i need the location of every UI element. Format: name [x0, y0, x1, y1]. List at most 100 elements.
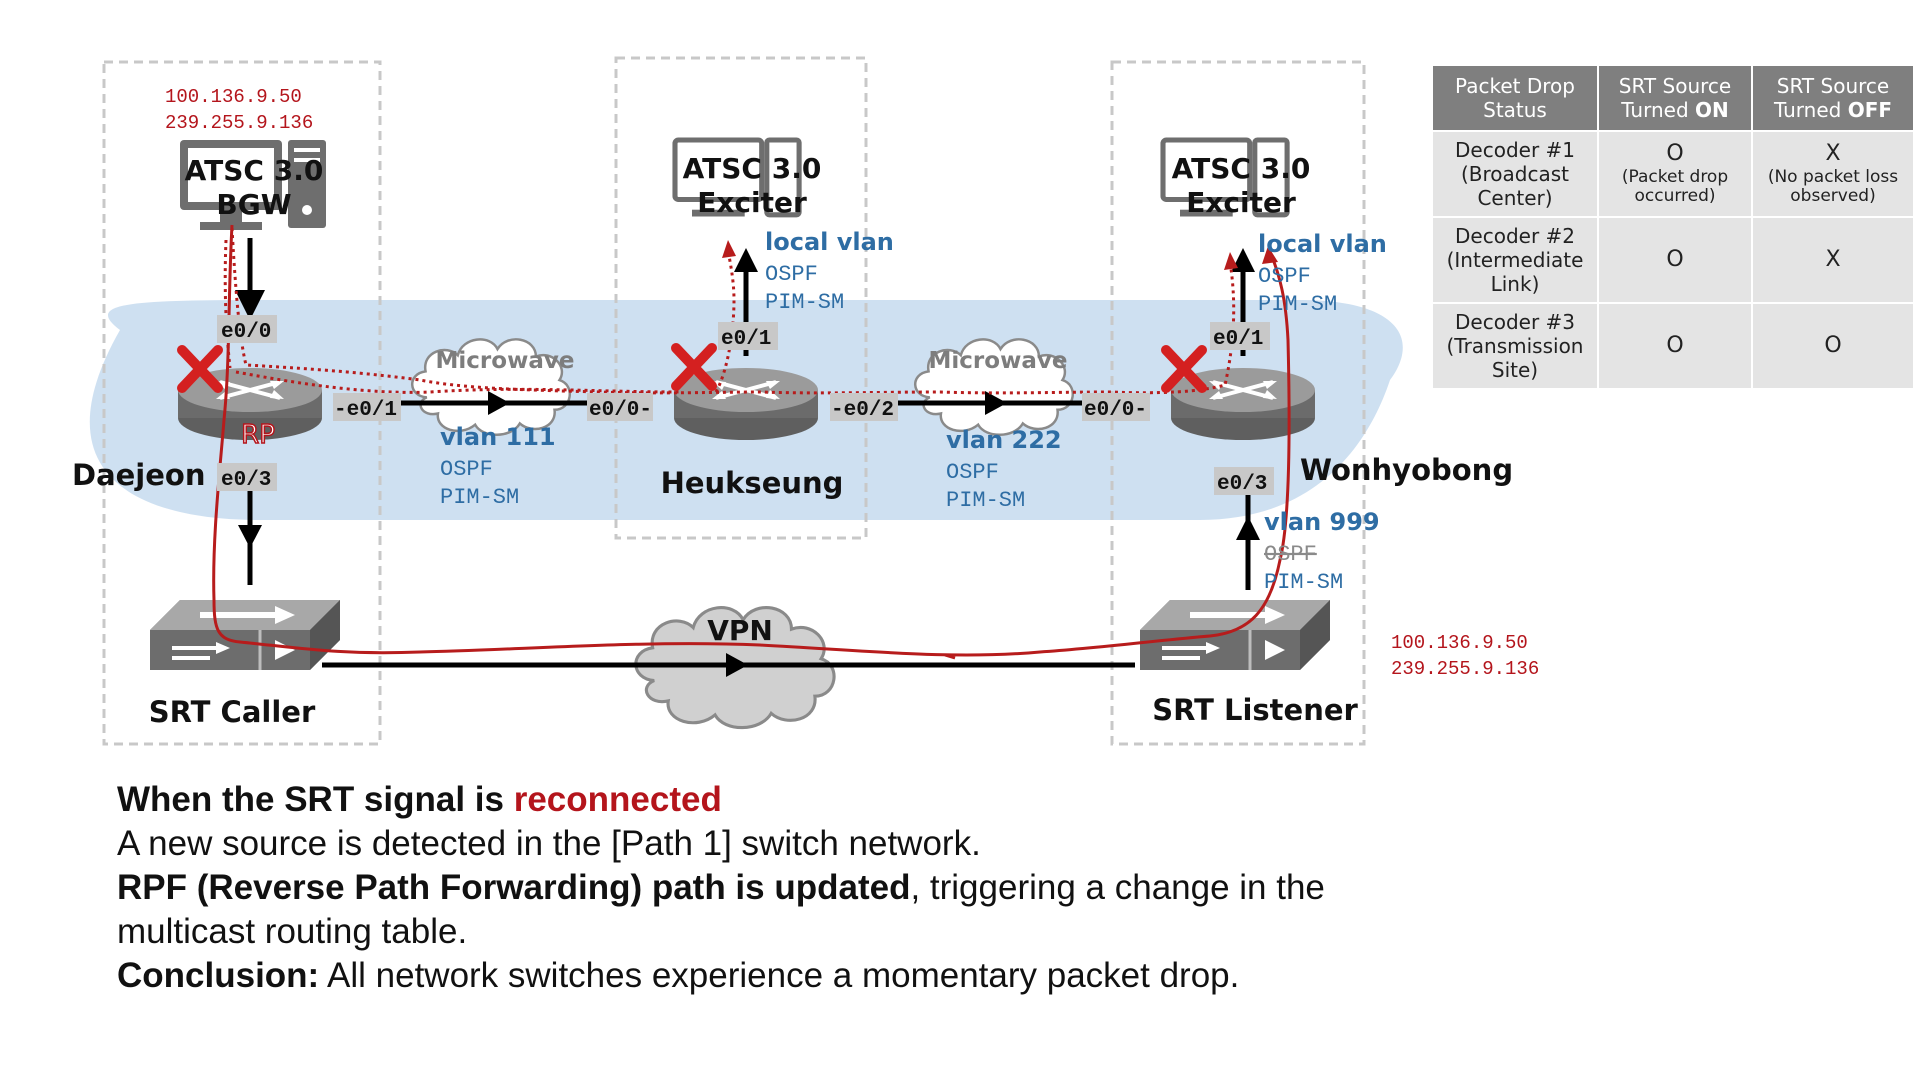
- line3-rest: , triggering a change in the: [910, 868, 1325, 907]
- computer-icon: [1160, 137, 1290, 218]
- vlan999-ospf: OSPF: [1264, 542, 1317, 567]
- decoder-3-name: Decoder #3 (Transmission Site): [1433, 304, 1597, 388]
- port-won-e00: e0/0-: [1084, 399, 1147, 422]
- decoder-3-line1: Decoder #3: [1455, 310, 1575, 334]
- srt-caller-label: SRT Caller: [149, 695, 316, 729]
- won-local-pim: PIM-SM: [1258, 292, 1337, 317]
- microwave-1-label: Microwave: [436, 348, 575, 374]
- decoder-2-line1: Decoder #2: [1455, 224, 1575, 248]
- group-ip-top: 239.255.9.136: [165, 112, 313, 134]
- explanation-line3: RPF (Reverse Path Forwarding) path is up…: [117, 866, 1417, 910]
- heading-highlight: reconnected: [513, 780, 722, 819]
- header-packet-drop-status: Packet Drop Status: [1433, 66, 1597, 130]
- header-col2-prefix: Turned: [1621, 98, 1695, 122]
- heuk-local-ospf: OSPF: [765, 262, 818, 287]
- switch-icon: [1140, 600, 1330, 670]
- decoder-1-line1: Decoder #1: [1455, 138, 1575, 162]
- decoder-1-on-note-1: (Packet drop: [1621, 166, 1729, 187]
- port-heuk-e01: e0/1: [721, 328, 771, 351]
- exciter-mid-label-line2: Exciter: [697, 186, 807, 219]
- decoder-2-name: Decoder #2 (Intermediate Link): [1433, 218, 1597, 302]
- vlan999-label: vlan 999: [1264, 508, 1380, 536]
- header-col3-line1: SRT Source: [1776, 74, 1890, 98]
- port-daejeon-e03: e0/3: [221, 469, 271, 492]
- port-heuk-e02: -e0/2: [831, 399, 894, 422]
- arrow-icon: [238, 525, 262, 548]
- decoder-2-on-cell: O: [1599, 218, 1751, 302]
- header-col2-state: ON: [1695, 98, 1729, 122]
- multicast-tree-path-2: [235, 370, 681, 394]
- source-ip-bottom: 100.136.9.50: [1391, 632, 1528, 654]
- vlan222-label: vlan 222: [946, 426, 1062, 454]
- decoder-1-off-mark: X: [1825, 141, 1841, 167]
- header-col3-prefix: Turned: [1773, 98, 1848, 122]
- decoder-1-on-note-2: occurred): [1634, 186, 1716, 207]
- arrow-icon: [1262, 246, 1278, 264]
- decoder-2-line3: Link): [1490, 272, 1540, 296]
- won-local-ospf: OSPF: [1258, 264, 1311, 289]
- decoder-1-off-note-2: observed): [1790, 186, 1876, 207]
- heukseung-site-box: [614, 56, 868, 540]
- decoder-1-on-cell: O (Packet drop occurred): [1599, 132, 1751, 216]
- arrow-icon: [985, 391, 1007, 415]
- arrow-icon: [734, 248, 758, 272]
- explanation-line4: multicast routing table.: [117, 912, 468, 951]
- header-srt-source-on: SRT Source Turned ON: [1599, 66, 1751, 130]
- table-row: Decoder #3 (Transmission Site) O O: [1433, 304, 1913, 388]
- vlan999-pim: PIM-SM: [1264, 570, 1343, 595]
- heuk-local-vlan-label: local vlan: [765, 228, 894, 256]
- arrow-icon: [1224, 252, 1238, 270]
- daejeon-up-path: [223, 239, 232, 369]
- bgw-label-line1: ATSC 3.0: [185, 154, 324, 187]
- vlan111-pim: PIM-SM: [440, 485, 519, 510]
- decoder-1-on-mark: O: [1666, 141, 1684, 167]
- line3-bold: RPF (Reverse Path Forwarding) path is up…: [117, 868, 911, 907]
- arrow-icon: [1236, 516, 1260, 540]
- port-won-e01: e0/1: [1213, 328, 1263, 351]
- heukseung-local-path: [714, 249, 736, 393]
- packet-drop-status-table: Packet Drop Status SRT Source Turned ON …: [1431, 64, 1915, 390]
- explanation-line2: A new source is detected in the [Path 1]…: [117, 824, 981, 863]
- decoder-3-on-cell: O: [1599, 304, 1751, 388]
- vlan111-ospf: OSPF: [440, 457, 493, 482]
- decoder-3-line2: (Transmission: [1446, 334, 1584, 358]
- explanation-text: When the SRT signal is reconnected A new…: [117, 778, 1417, 998]
- decoder-1-off-note-1: (No packet loss: [1767, 166, 1899, 187]
- x-mark-icon: [1161, 345, 1207, 393]
- vlan222-ospf: OSPF: [946, 460, 999, 485]
- microwave-2-label: Microwave: [929, 348, 1068, 374]
- line5-bold: Conclusion:: [117, 956, 320, 995]
- arrow-icon: [726, 653, 748, 677]
- srt-listener-label: SRT Listener: [1152, 693, 1358, 727]
- port-heuk-e00: e0/0-: [589, 399, 652, 422]
- decoder-2-on-mark: O: [1666, 246, 1684, 272]
- computer-icon: [672, 137, 802, 218]
- decoder-2-line2: (Intermediate: [1446, 248, 1584, 272]
- srt-signal-path: [212, 224, 1291, 657]
- header-srt-source-off: SRT Source Turned OFF: [1753, 66, 1913, 130]
- header-col1-line2: Status: [1483, 98, 1547, 122]
- vlan111-label: vlan 111: [440, 423, 556, 451]
- vlan222-pim: PIM-SM: [946, 488, 1025, 513]
- port-daejeon-e01: -e0/1: [334, 399, 397, 422]
- x-mark-icon: [671, 343, 717, 391]
- multicast-tree-path: [230, 227, 1236, 395]
- rp-to-vpn-path: [944, 653, 956, 660]
- heukseung-label: Heukseung: [661, 466, 844, 500]
- table-row: Decoder #2 (Intermediate Link) O X: [1433, 218, 1913, 302]
- table-row: Decoder #1 (Broadcast Center) O (Packet …: [1433, 132, 1913, 216]
- header-col2-line1: SRT Source: [1618, 74, 1732, 98]
- heading-prefix: When the SRT signal is: [117, 780, 514, 819]
- arrow-icon: [238, 290, 262, 303]
- decoder-1-line3: Center): [1477, 186, 1553, 210]
- arrow-icon: [488, 391, 510, 415]
- bgw-label-line2: BGW: [216, 188, 291, 221]
- decoder-3-line3: Site): [1491, 358, 1539, 382]
- line5-rest: All network switches experience a moment…: [319, 956, 1240, 995]
- exciter-right-label-line1: ATSC 3.0: [1172, 152, 1311, 185]
- vpn-label: VPN: [707, 614, 773, 647]
- port-daejeon-e00: e0/0: [221, 321, 271, 344]
- decoder-1-name: Decoder #1 (Broadcast Center): [1433, 132, 1597, 216]
- decoder-3-off-mark: O: [1824, 332, 1842, 358]
